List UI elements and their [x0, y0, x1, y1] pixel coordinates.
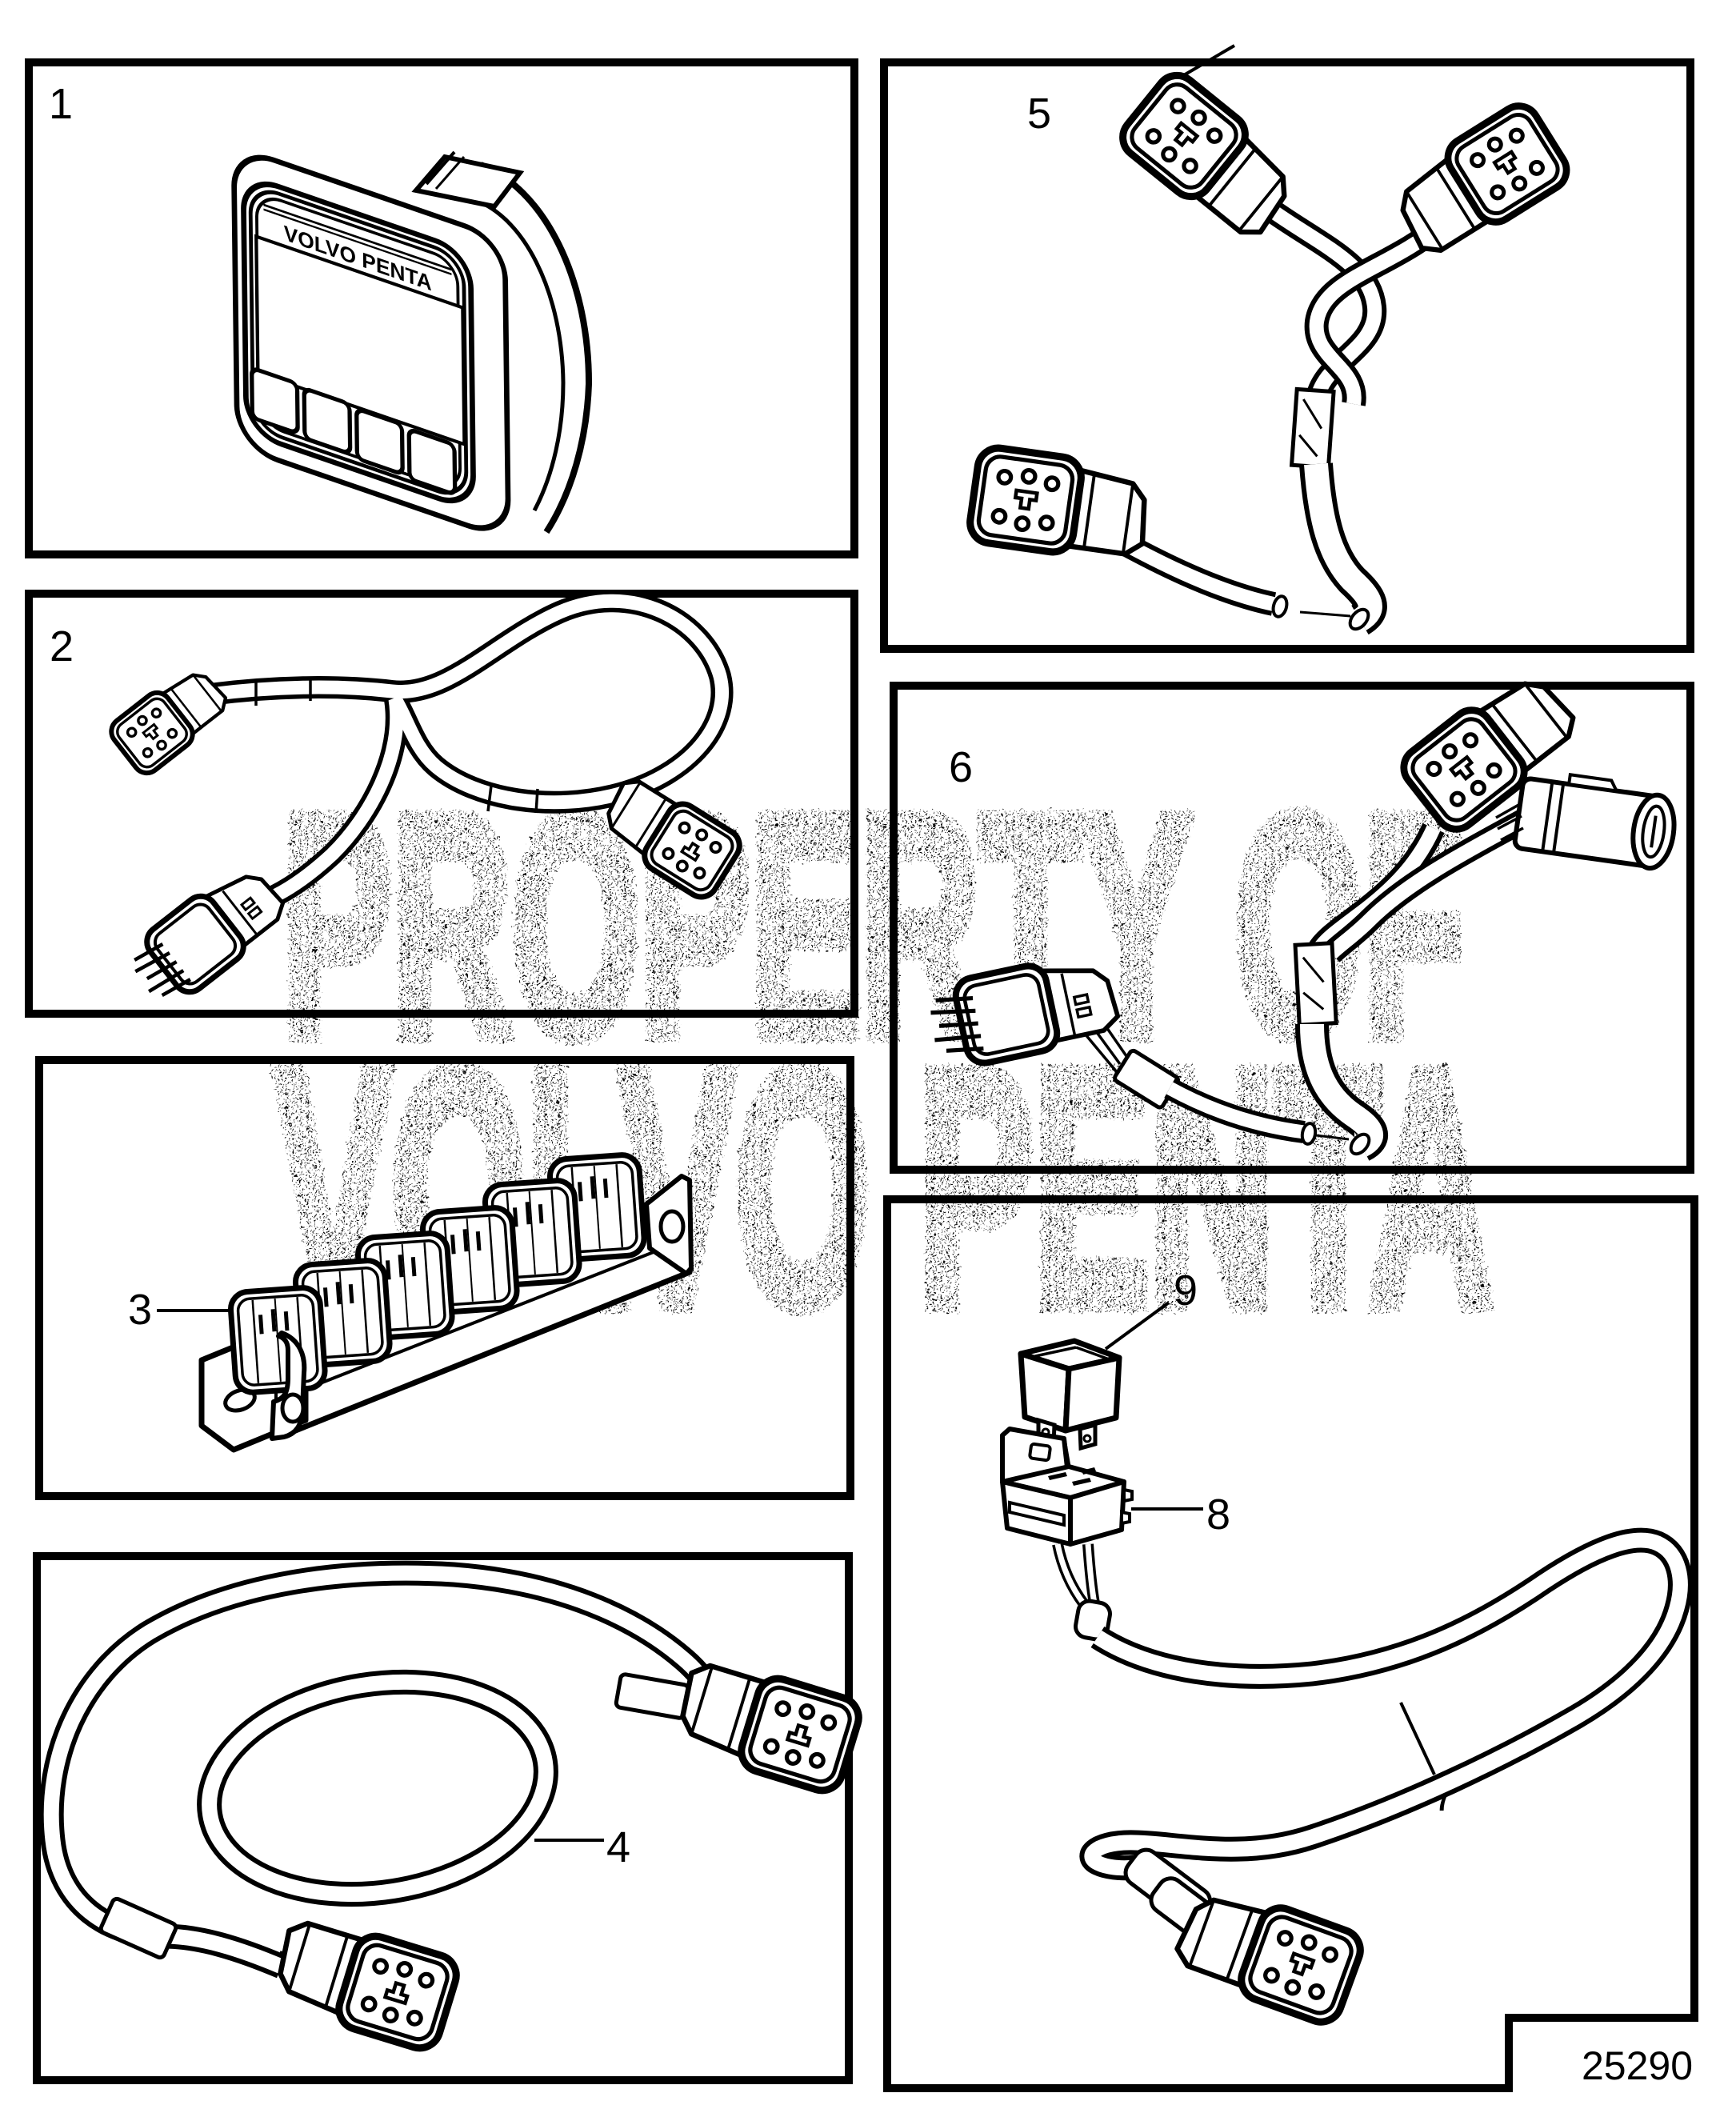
- svg-text:6: 6: [949, 743, 973, 791]
- svg-text:1: 1: [49, 80, 73, 128]
- svg-text:9: 9: [1174, 1267, 1198, 1315]
- svg-text:3: 3: [128, 1286, 152, 1334]
- svg-text:8: 8: [1206, 1491, 1230, 1539]
- svg-text:2: 2: [50, 622, 74, 670]
- svg-text:5: 5: [1027, 90, 1051, 138]
- svg-text:4: 4: [606, 1823, 630, 1871]
- svg-text:25290: 25290: [1582, 2043, 1693, 2088]
- svg-text:PROPERTY OF: PROPERTY OF: [282, 751, 1464, 1100]
